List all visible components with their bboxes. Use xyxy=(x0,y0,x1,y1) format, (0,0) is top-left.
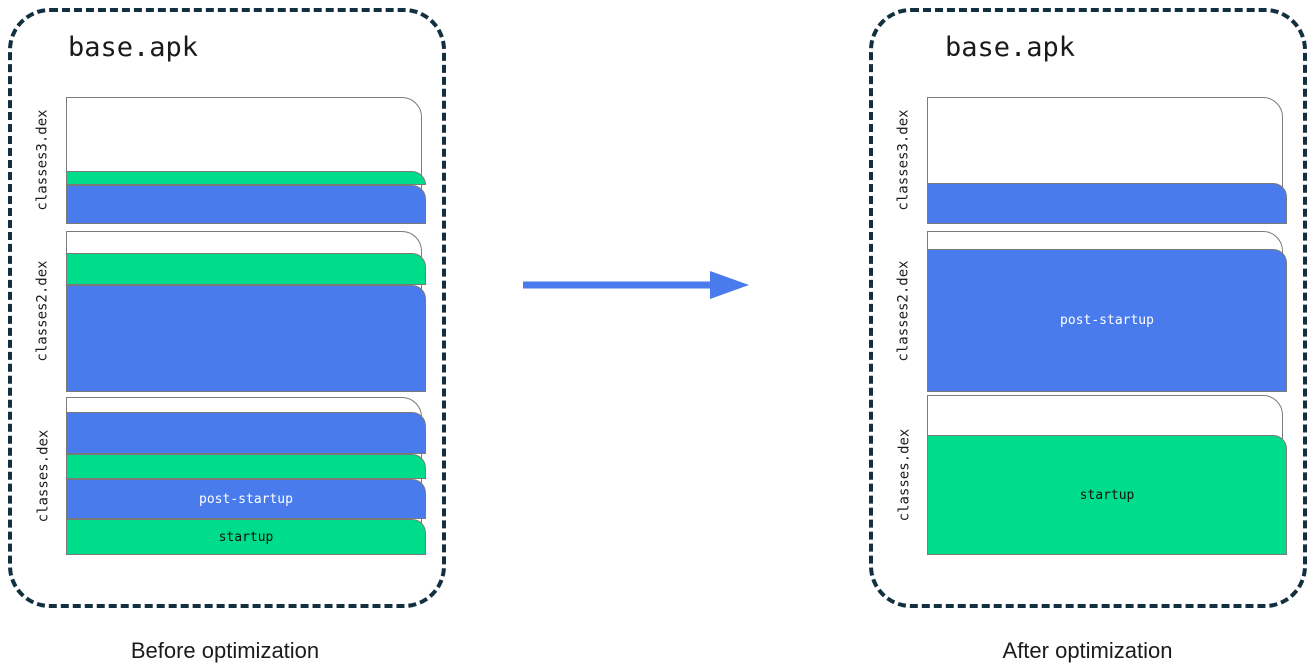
dex-file-label-text: classes.dex xyxy=(35,429,51,522)
dex-file-label-text: classes3.dex xyxy=(896,109,912,211)
dex-file-label: classes2.dex xyxy=(30,231,56,391)
dex-file-label: classes2.dex xyxy=(891,231,917,391)
dex-file-label-text: classes3.dex xyxy=(35,109,51,211)
apk-title-before: base.apk xyxy=(68,32,199,63)
dex-stack-box xyxy=(66,97,426,224)
dex-file-label-text: classes.dex xyxy=(896,428,912,521)
caption-before: Before optimization xyxy=(130,638,320,663)
dex-file-label: classes3.dex xyxy=(30,97,56,223)
panel-after-optimization xyxy=(869,8,1307,608)
dex-file-label: classes.dex xyxy=(891,395,917,554)
dex-stack-box: post-startup xyxy=(927,231,1287,392)
band-startup: startup xyxy=(66,519,426,555)
band-post-startup xyxy=(66,185,426,224)
dex-stack-box xyxy=(66,231,426,392)
dex-stack-box: startup xyxy=(927,395,1287,555)
arrow-icon xyxy=(523,271,749,299)
dex-stack-box xyxy=(927,97,1287,224)
caption-after: After optimization xyxy=(1002,638,1173,663)
band-startup xyxy=(66,454,426,479)
dex-file-label-text: classes2.dex xyxy=(896,260,912,362)
apk-title-after: base.apk xyxy=(945,32,1076,63)
band-post-startup: post-startup xyxy=(927,249,1287,392)
dex-file-classes3-dex: classes3.dex xyxy=(35,97,428,224)
band-startup xyxy=(66,171,426,185)
panel-before-optimization xyxy=(8,8,446,608)
band-startup: startup xyxy=(927,435,1287,555)
dex-file-label: classes3.dex xyxy=(891,97,917,223)
band-startup xyxy=(66,253,426,285)
dex-file-classes2-dex: classes2.dex post-startup xyxy=(896,231,1289,392)
dex-file-classes-dex: classes.dex startup xyxy=(896,395,1289,555)
dex-file-label-text: classes2.dex xyxy=(35,260,51,362)
band-post-startup: post-startup xyxy=(66,479,426,519)
dex-file-classes3-dex: classes3.dex xyxy=(896,97,1289,224)
dex-file-label: classes.dex xyxy=(30,397,56,554)
band-post-startup xyxy=(927,183,1287,224)
band-post-startup xyxy=(66,412,426,454)
band-post-startup xyxy=(66,285,426,392)
dex-file-classes2-dex: classes2.dex xyxy=(35,231,428,392)
optimization-arrow xyxy=(520,265,755,305)
